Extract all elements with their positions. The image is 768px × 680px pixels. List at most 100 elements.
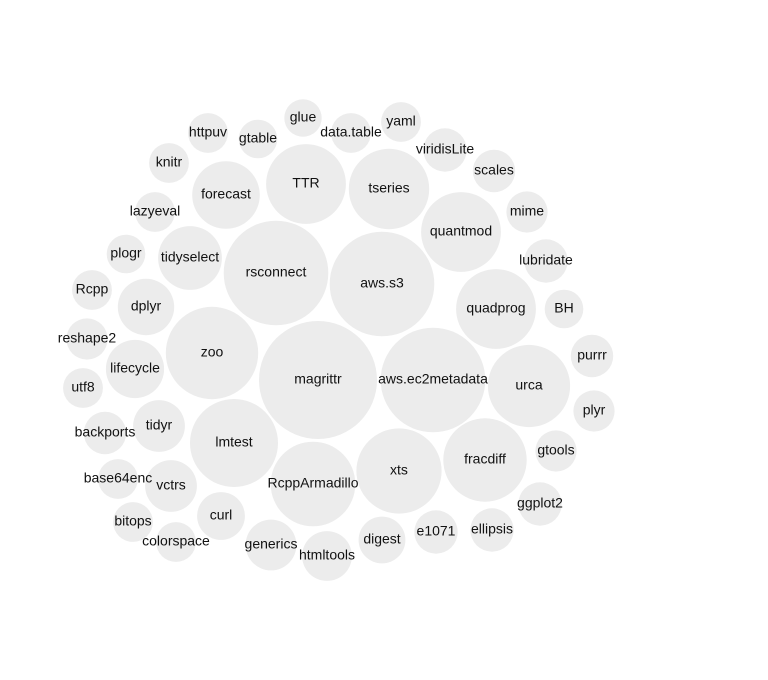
bubble-circle[interactable] [380, 327, 486, 433]
bubble-quadprog[interactable]: quadprog [456, 269, 536, 349]
bubble-lmtest[interactable]: lmtest [190, 399, 278, 487]
bubble-htmltools[interactable]: htmltools [299, 531, 355, 581]
bubble-circle[interactable] [106, 234, 146, 274]
bubble-circle[interactable] [63, 368, 103, 408]
bubble-data-table[interactable]: data.table [320, 113, 382, 153]
bubble-circle[interactable] [156, 522, 196, 562]
bubble-yaml[interactable]: yaml [381, 102, 421, 142]
bubble-circle[interactable] [456, 269, 536, 349]
bubble-circle[interactable] [524, 239, 568, 283]
bubble-circle[interactable] [188, 113, 228, 153]
bubble-rcpparmadillo[interactable]: RcppArmadillo [267, 441, 359, 527]
bubble-tseries[interactable]: tseries [348, 148, 430, 230]
bubble-base64enc[interactable]: base64enc [84, 459, 153, 499]
bubble-circle[interactable] [358, 516, 406, 564]
bubble-lubridate[interactable]: lubridate [519, 239, 573, 283]
bubble-circle[interactable] [238, 119, 278, 159]
bubble-circle[interactable] [302, 531, 352, 581]
bubble-httpuv[interactable]: httpuv [188, 113, 228, 153]
bubble-utf8[interactable]: utf8 [63, 368, 103, 408]
bubble-knitr[interactable]: knitr [149, 143, 189, 183]
bubble-viridislite[interactable]: viridisLite [416, 128, 475, 172]
bubble-circle[interactable] [348, 148, 430, 230]
bubble-quantmod[interactable]: quantmod [421, 192, 501, 272]
bubble-circle[interactable] [105, 339, 165, 399]
bubble-circle[interactable] [197, 492, 245, 540]
bubble-circle[interactable] [331, 113, 371, 153]
bubble-curl[interactable]: curl [197, 492, 245, 540]
bubble-circle[interactable] [535, 430, 577, 472]
bubble-scales[interactable]: scales [472, 149, 516, 193]
bubble-bh[interactable]: BH [544, 289, 584, 329]
bubble-reshape2[interactable]: reshape2 [58, 318, 117, 360]
bubble-zoo[interactable]: zoo [165, 306, 259, 400]
bubble-generics[interactable]: generics [245, 519, 298, 571]
bubble-mime[interactable]: mime [506, 191, 548, 233]
bubble-plogr[interactable]: plogr [106, 234, 146, 274]
bubble-tidyr[interactable]: tidyr [133, 400, 185, 452]
bubble-circle[interactable] [414, 510, 458, 554]
bubble-circle[interactable] [223, 220, 329, 326]
bubble-colorspace[interactable]: colorspace [142, 522, 210, 562]
bubble-circle[interactable] [573, 390, 615, 432]
bubble-circle[interactable] [158, 226, 222, 290]
bubble-xts[interactable]: xts [356, 428, 442, 514]
bubble-urca[interactable]: urca [487, 344, 571, 428]
bubble-circle[interactable] [470, 508, 514, 552]
bubble-circle[interactable] [66, 318, 108, 360]
bubble-circle[interactable] [83, 411, 127, 455]
bubble-circle[interactable] [506, 191, 548, 233]
bubble-circle[interactable] [421, 192, 501, 272]
bubble-circle[interactable] [356, 428, 442, 514]
bubble-rcpp[interactable]: Rcpp [72, 270, 112, 310]
bubble-circle[interactable] [72, 270, 112, 310]
bubble-circle[interactable] [135, 192, 175, 232]
bubble-ggplot2[interactable]: ggplot2 [517, 482, 563, 526]
bubble-circle[interactable] [270, 441, 356, 527]
bubble-circle[interactable] [487, 344, 571, 428]
bubble-circle[interactable] [423, 128, 467, 172]
bubble-dplyr[interactable]: dplyr [117, 278, 175, 336]
bubble-circle[interactable] [518, 482, 562, 526]
bubble-gtools[interactable]: gtools [535, 430, 577, 472]
bubble-circle[interactable] [113, 502, 153, 542]
bubble-circle[interactable] [165, 306, 259, 400]
bubble-circle[interactable] [329, 231, 435, 337]
bubble-rsconnect[interactable]: rsconnect [223, 220, 329, 326]
bubble-purrr[interactable]: purrr [570, 334, 614, 378]
bubble-circle[interactable] [133, 400, 185, 452]
bubble-gtable[interactable]: gtable [238, 119, 278, 159]
bubble-plyr[interactable]: plyr [573, 390, 615, 432]
bubble-ttr[interactable]: TTR [266, 144, 346, 224]
bubble-circle[interactable] [443, 418, 527, 502]
bubble-circle[interactable] [98, 459, 138, 499]
bubble-magrittr[interactable]: magrittr [259, 321, 377, 439]
bubble-lifecycle[interactable]: lifecycle [105, 339, 165, 399]
bubble-circle[interactable] [245, 519, 297, 571]
bubble-aws-ec2metadata[interactable]: aws.ec2metadata [378, 327, 488, 433]
bubble-circle[interactable] [544, 289, 584, 329]
bubble-aws-s3[interactable]: aws.s3 [329, 231, 435, 337]
bubble-circle[interactable] [472, 149, 516, 193]
bubble-digest[interactable]: digest [358, 516, 406, 564]
bubble-circle[interactable] [190, 399, 278, 487]
bubble-glue[interactable]: glue [284, 99, 322, 137]
bubble-fracdiff[interactable]: fracdiff [443, 418, 527, 502]
bubble-circle[interactable] [145, 460, 197, 512]
bubble-circle[interactable] [284, 99, 322, 137]
bubble-circle[interactable] [570, 334, 614, 378]
bubble-circle[interactable] [117, 278, 175, 336]
bubble-vctrs[interactable]: vctrs [145, 460, 197, 512]
bubble-backports[interactable]: backports [75, 411, 136, 455]
bubble-circle[interactable] [266, 144, 346, 224]
bubble-lazyeval[interactable]: lazyeval [130, 192, 181, 232]
bubble-e1071[interactable]: e1071 [414, 510, 458, 554]
bubble-circle[interactable] [192, 161, 260, 229]
bubble-circle[interactable] [381, 102, 421, 142]
bubble-ellipsis[interactable]: ellipsis [470, 508, 514, 552]
bubble-bitops[interactable]: bitops [113, 502, 153, 542]
bubble-circle[interactable] [149, 143, 189, 183]
bubble-forecast[interactable]: forecast [192, 161, 260, 229]
bubble-tidyselect[interactable]: tidyselect [158, 226, 222, 290]
bubble-circle[interactable] [259, 321, 377, 439]
